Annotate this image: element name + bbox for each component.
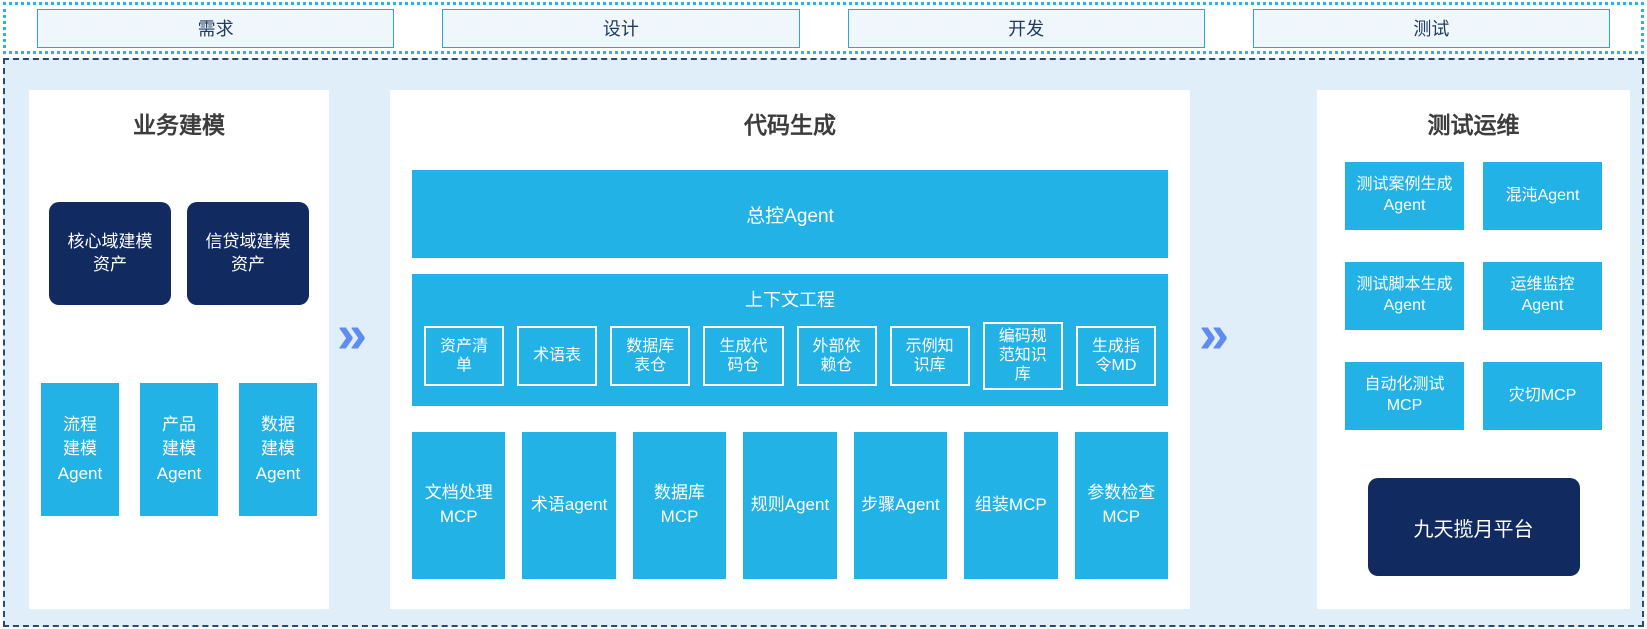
context-item-external-deps-repo: 外部依赖仓 <box>796 325 877 386</box>
test-ops-grid: 测试案例生成Agent 混沌Agent 测试脚本生成Agent 运维监控Agen… <box>1317 162 1630 430</box>
modeling-assets-row: 核心域建模资产 信贷域建模资产 <box>29 202 329 305</box>
platform-box-jiutian-lanyue: 九天揽月平台 <box>1367 478 1580 576</box>
context-item-gen-instruction-md: 生成指令MD <box>1075 325 1156 386</box>
modeling-agents-row: 流程建模Agent 产品建模Agent 数据建模Agent <box>29 383 329 516</box>
tool-box-terminology-agent: 术语agent <box>522 431 616 579</box>
master-agent-bar: 总控Agent <box>412 170 1168 258</box>
context-item-coding-standards-kb: 编码规范知识库 <box>982 322 1063 390</box>
codegen-tools-row: 文档处理MCP 术语agent 数据库MCP 规则Agent 步骤Agent 组… <box>412 431 1168 579</box>
context-engineering-section: 上下文工程 资产清单 术语表 数据库表仓 生成代码仓 外部依赖仓 示例知识库 编… <box>412 274 1168 406</box>
panel-title-code-generation: 代码生成 <box>744 112 836 138</box>
flow-arrow-icon: » <box>1199 304 1230 364</box>
code-generation-panel: 代码生成 总控Agent 上下文工程 资产清单 术语表 数据库表仓 生成代码仓 … <box>390 90 1190 609</box>
test-ops-panel: 测试运维 测试案例生成Agent 混沌Agent 测试脚本生成Agent 运维监… <box>1317 90 1630 609</box>
testops-box-automated-test-mcp: 自动化测试MCP <box>1345 362 1464 430</box>
context-items-row: 资产清单 术语表 数据库表仓 生成代码仓 外部依赖仓 示例知识库 编码规范知识库… <box>424 322 1156 390</box>
business-modeling-panel: 业务建模 核心域建模资产 信贷域建模资产 流程建模Agent 产品建模Agent… <box>29 90 329 609</box>
context-engineering-title: 上下文工程 <box>745 290 835 310</box>
tool-box-database-mcp: 数据库MCP <box>632 431 727 579</box>
context-item-db-table-repo: 数据库表仓 <box>610 325 691 386</box>
phase-box-design: 设计 <box>442 8 800 48</box>
agent-box-product-modeling: 产品建模Agent <box>140 383 218 516</box>
testops-box-test-case-gen-agent: 测试案例生成Agent <box>1345 162 1464 230</box>
testops-box-test-script-gen-agent: 测试脚本生成Agent <box>1345 262 1464 330</box>
testops-box-chaos-agent: 混沌Agent <box>1483 162 1602 230</box>
phase-strip: 需求 设计 开发 测试 <box>3 2 1644 54</box>
flow-arrow-icon: » <box>337 304 368 364</box>
agent-box-process-modeling: 流程建模Agent <box>41 383 119 516</box>
context-item-generated-code-repo: 生成代码仓 <box>703 325 784 386</box>
panel-title-business-modeling: 业务建模 <box>133 112 225 138</box>
phase-box-requirements: 需求 <box>37 8 395 48</box>
asset-box-core-domain: 核心域建模资产 <box>49 202 171 305</box>
testops-box-ops-monitor-agent: 运维监控Agent <box>1483 262 1602 330</box>
asset-box-credit-domain: 信贷域建模资产 <box>187 202 309 305</box>
tool-box-param-check-mcp: 参数检查MCP <box>1074 431 1168 579</box>
tool-box-doc-processing-mcp: 文档处理MCP <box>412 431 506 579</box>
context-item-asset-list: 资产清单 <box>424 325 505 386</box>
panel-title-test-ops: 测试运维 <box>1427 112 1520 138</box>
pipeline-container: 业务建模 核心域建模资产 信贷域建模资产 流程建模Agent 产品建模Agent… <box>3 58 1644 627</box>
context-item-glossary: 术语表 <box>517 325 598 386</box>
tool-box-step-agent: 步骤Agent <box>853 431 948 579</box>
tool-box-rule-agent: 规则Agent <box>743 431 837 579</box>
phase-box-testing: 测试 <box>1252 8 1610 48</box>
phase-box-development: 开发 <box>847 8 1205 48</box>
agent-box-data-modeling: 数据建模Agent <box>239 383 317 516</box>
testops-box-disaster-switch-mcp: 灾切MCP <box>1483 362 1602 430</box>
tool-box-assembly-mcp: 组装MCP <box>964 431 1058 579</box>
context-item-example-kb: 示例知识库 <box>889 325 970 386</box>
